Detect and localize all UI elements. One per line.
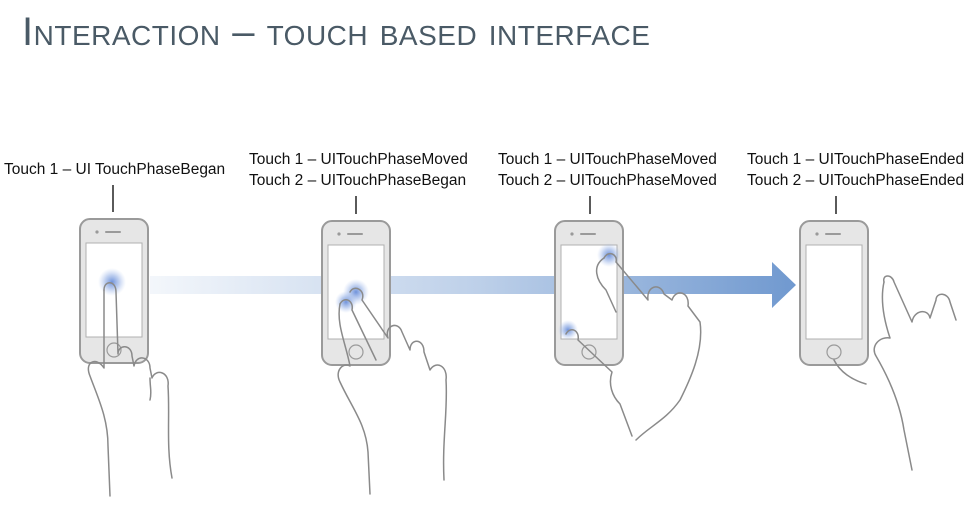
phone-3 — [554, 220, 624, 366]
stage-1-line-1: Touch 1 – UI TouchPhaseBegan — [4, 161, 226, 178]
stage-4-line-2: Touch 2 – UITouchPhaseEnded — [747, 172, 964, 189]
phone-4 — [799, 220, 869, 366]
stage-2-line-2: Touch 2 – UITouchPhaseBegan — [249, 172, 467, 189]
hand-2 — [337, 287, 448, 495]
stage-3-label: Touch 1 – UITouchPhaseMoved Touch 2 – UI… — [498, 149, 717, 191]
stage-3-line-2: Touch 2 – UITouchPhaseMoved — [498, 172, 717, 189]
stage-2-label: Touch 1 – UITouchPhaseMoved Touch 2 – UI… — [249, 149, 468, 191]
hand-4 — [833, 275, 957, 471]
touch-1-began-glow — [98, 268, 126, 296]
stage-4-line-1: Touch 1 – UITouchPhaseEnded — [747, 151, 964, 168]
hand-3 — [565, 252, 702, 441]
stage-4-label: Touch 1 – UITouchPhaseEnded Touch 2 – UI… — [747, 149, 964, 191]
touch-2-moved-glow-3 — [558, 320, 578, 340]
stage-2-line-1: Touch 1 – UITouchPhaseMoved — [249, 151, 468, 168]
touch-1-moved-glow-3 — [597, 243, 621, 267]
progress-arrow — [150, 262, 796, 308]
stage-1-label: Touch 1 – UI TouchPhaseBegan — [4, 159, 225, 180]
touch-2-began-glow — [335, 291, 357, 313]
slide-title: Interaction – touch based interface — [22, 10, 651, 54]
stage-3-line-1: Touch 1 – UITouchPhaseMoved — [498, 151, 717, 168]
hand-1 — [87, 282, 173, 497]
